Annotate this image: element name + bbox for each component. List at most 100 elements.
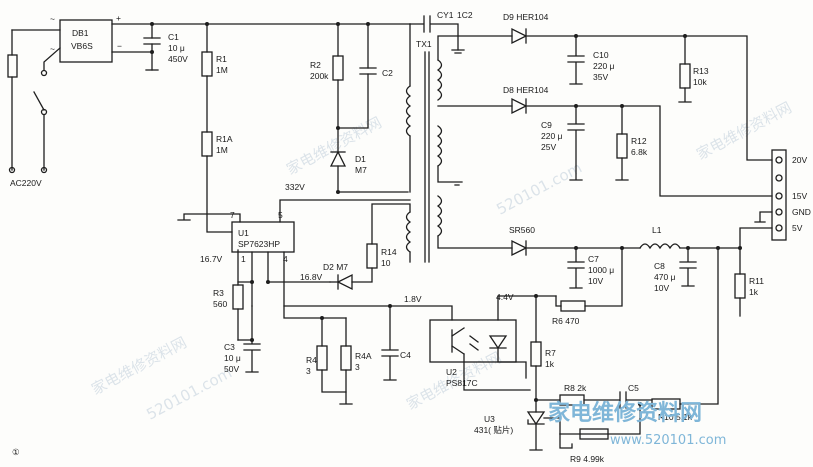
- c3-voltage: 50V: [224, 364, 239, 374]
- out-gnd-label: GND: [792, 207, 811, 217]
- output-connector: 20V 15V GND 5V: [739, 149, 811, 249]
- c4-label: C4: [400, 350, 411, 360]
- db1-part-label: VB6S: [71, 41, 93, 51]
- c7-value: 1000 μ: [588, 265, 614, 275]
- connector-body: [771, 149, 787, 241]
- r4-label: R4: [306, 355, 317, 365]
- c8-value: 470 μ: [654, 272, 676, 282]
- ac-input-section: AC220V: [7, 29, 61, 188]
- r7-label: R7: [545, 348, 556, 358]
- c8-voltage: 10V: [654, 283, 669, 293]
- controller-aux-components: C3 10 μ 50V R4 3 R4A 3 1.8V C4: [224, 294, 453, 405]
- diode-d8: [511, 97, 528, 115]
- v18-label: 1.8V: [404, 294, 422, 304]
- r4-value: 3: [306, 366, 311, 376]
- controller-u1: U1 SP7623HP 7 5 1 4: [177, 199, 411, 319]
- snubber-network: R2 200k C2 D1 M7 332V: [285, 22, 409, 194]
- r14-value: 10: [381, 258, 391, 268]
- c1-value: 10 μ: [168, 43, 185, 53]
- fuse: [7, 54, 18, 78]
- u3-label: U3: [484, 414, 495, 424]
- pin-15v: [775, 192, 783, 200]
- db1-ac-in-2: ~: [50, 44, 55, 54]
- r12-label: R12: [631, 136, 647, 146]
- c8-label: C8: [654, 261, 665, 271]
- d9-label: D9 HER104: [503, 12, 549, 22]
- r1a-value: 1M: [216, 145, 228, 155]
- u1-pin7: 7: [230, 210, 235, 220]
- capacitor-c1: C1 10 μ 450V: [143, 22, 188, 71]
- ac-input-label: AC220V: [10, 178, 42, 188]
- c5-label: C5: [628, 383, 639, 393]
- bridge-rectifier-db1: DB1 VB6S ~ ~ + −: [50, 13, 411, 63]
- out-15v-label: 15V: [792, 191, 807, 201]
- switch-contact-top: [40, 69, 48, 77]
- watermark-url-2: 520101.com: [493, 158, 585, 218]
- resistor-r4a: [340, 345, 352, 371]
- aux-rectifier: 16.8V D2 M7 R14 10: [300, 243, 397, 291]
- db1-minus: −: [117, 41, 122, 51]
- diode-sr560: [511, 239, 528, 257]
- c1-label: C1: [168, 32, 179, 42]
- r3-value: 560: [213, 299, 227, 309]
- inductor-l1: [639, 243, 681, 250]
- d8-label: D8 HER104: [503, 85, 549, 95]
- pin-empty: [775, 174, 783, 182]
- r14-label: R14: [381, 247, 397, 257]
- r2-label: R2: [310, 60, 321, 70]
- resistor-r1: [201, 51, 213, 77]
- r13-value: 10k: [693, 77, 707, 87]
- r3-label: R3: [213, 288, 224, 298]
- r4a-label: R4A: [355, 351, 372, 361]
- d2-label: D2 M7: [323, 262, 348, 272]
- resistor-r14: [366, 243, 378, 269]
- l1-label: L1: [652, 225, 662, 235]
- r1-value: 1M: [216, 65, 228, 75]
- out-5v-label: 5V: [792, 223, 803, 233]
- u2-part-label: PS817C: [446, 378, 478, 388]
- resistor-r7: [530, 341, 542, 367]
- r7-value: 1k: [545, 359, 555, 369]
- u1-label: U1: [238, 228, 249, 238]
- u2-body: [429, 319, 517, 363]
- diode-d2: [336, 273, 353, 291]
- pin-gnd: [775, 208, 783, 216]
- capacitor-cy1: CY1 1C2: [409, 10, 473, 54]
- watermark-url-1: 520101.com: [143, 363, 235, 423]
- c3-value: 10 μ: [224, 353, 241, 363]
- watermark-4: 家电维修资料网: [693, 98, 794, 163]
- v168-label: 16.8V: [300, 272, 323, 282]
- resistor-r3: [232, 284, 244, 310]
- u1-body: [231, 221, 295, 253]
- u2-led: [488, 335, 508, 350]
- resistor-r6: [560, 300, 586, 312]
- db1-plus: +: [116, 13, 121, 23]
- resistor-r11: [734, 273, 746, 299]
- watermark-layer: 家电维修资料网 520101.com 家电维修资料网 家电维修资料网 52010…: [88, 98, 794, 423]
- ac-terminal-2: [40, 166, 48, 174]
- watermark-1: 家电维修资料网: [88, 333, 189, 398]
- u3-part-label: 431( 贴片): [474, 425, 513, 435]
- transformer-tx1: TX1: [371, 23, 513, 263]
- c9-voltage: 25V: [541, 142, 556, 152]
- u3-tl431: [526, 411, 546, 426]
- c1-voltage: 450V: [168, 54, 188, 64]
- resistor-r9: [579, 428, 609, 440]
- u1-pin1: 1: [241, 254, 246, 264]
- u1-part-label: SP7623HP: [238, 239, 280, 249]
- c10-label: C10: [593, 50, 609, 60]
- r10-label: R10 5.1k: [658, 412, 693, 422]
- c7-label: C7: [588, 254, 599, 264]
- cy1-value: 1C2: [457, 10, 473, 20]
- cy1-label: CY1: [437, 10, 454, 20]
- r8-label: R8 2k: [564, 383, 587, 393]
- r4a-value: 3: [355, 362, 360, 372]
- output-15v: D8 HER104 C9 220 μ 25V R12 6.8k: [503, 85, 773, 197]
- db1-box: [59, 19, 113, 63]
- resistor-r2: [332, 55, 344, 81]
- site-logo: 家电维修资料网 www.520101.com: [548, 400, 726, 448]
- d1-value: M7: [355, 165, 367, 175]
- c10-value: 220 μ: [593, 61, 615, 71]
- pin-5v: [775, 224, 783, 232]
